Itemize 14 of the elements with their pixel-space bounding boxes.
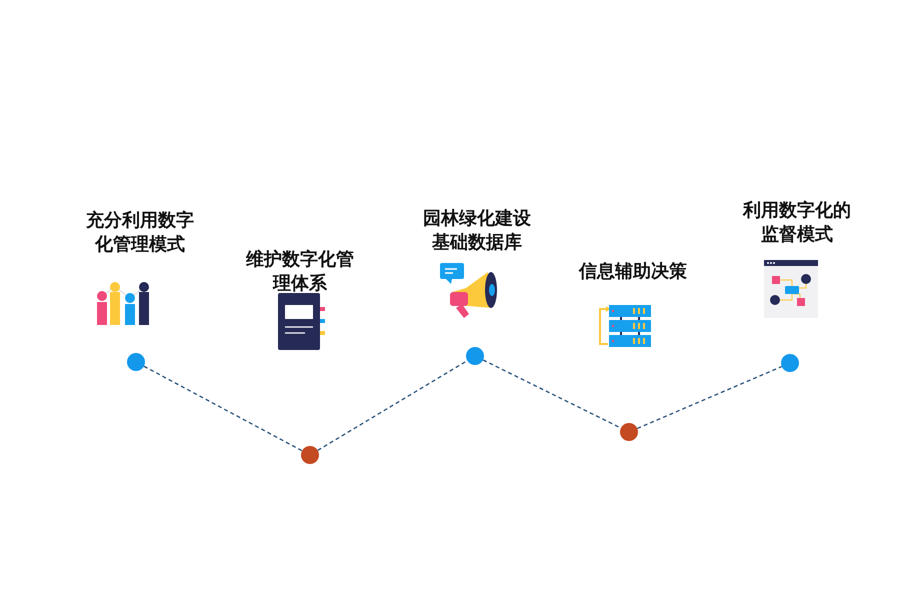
dashed-connector [637,366,782,430]
step-title: 充分利用数字化管理模式 [85,209,195,257]
timeline-dot [301,446,319,464]
dashed-connector [482,359,622,429]
step-title: 园林绿化建设基础数据库 [422,207,532,255]
timeline-dot [781,354,799,372]
timeline-dot [620,423,638,441]
timeline-dot [127,353,145,371]
timeline-dot [466,347,484,365]
step-title: 信息辅助决策 [578,260,688,284]
step-title: 维护数字化管理体系 [245,248,355,296]
dashed-connector [317,360,468,451]
step-title: 利用数字化的监督模式 [742,199,852,247]
dashed-connector [144,366,302,452]
